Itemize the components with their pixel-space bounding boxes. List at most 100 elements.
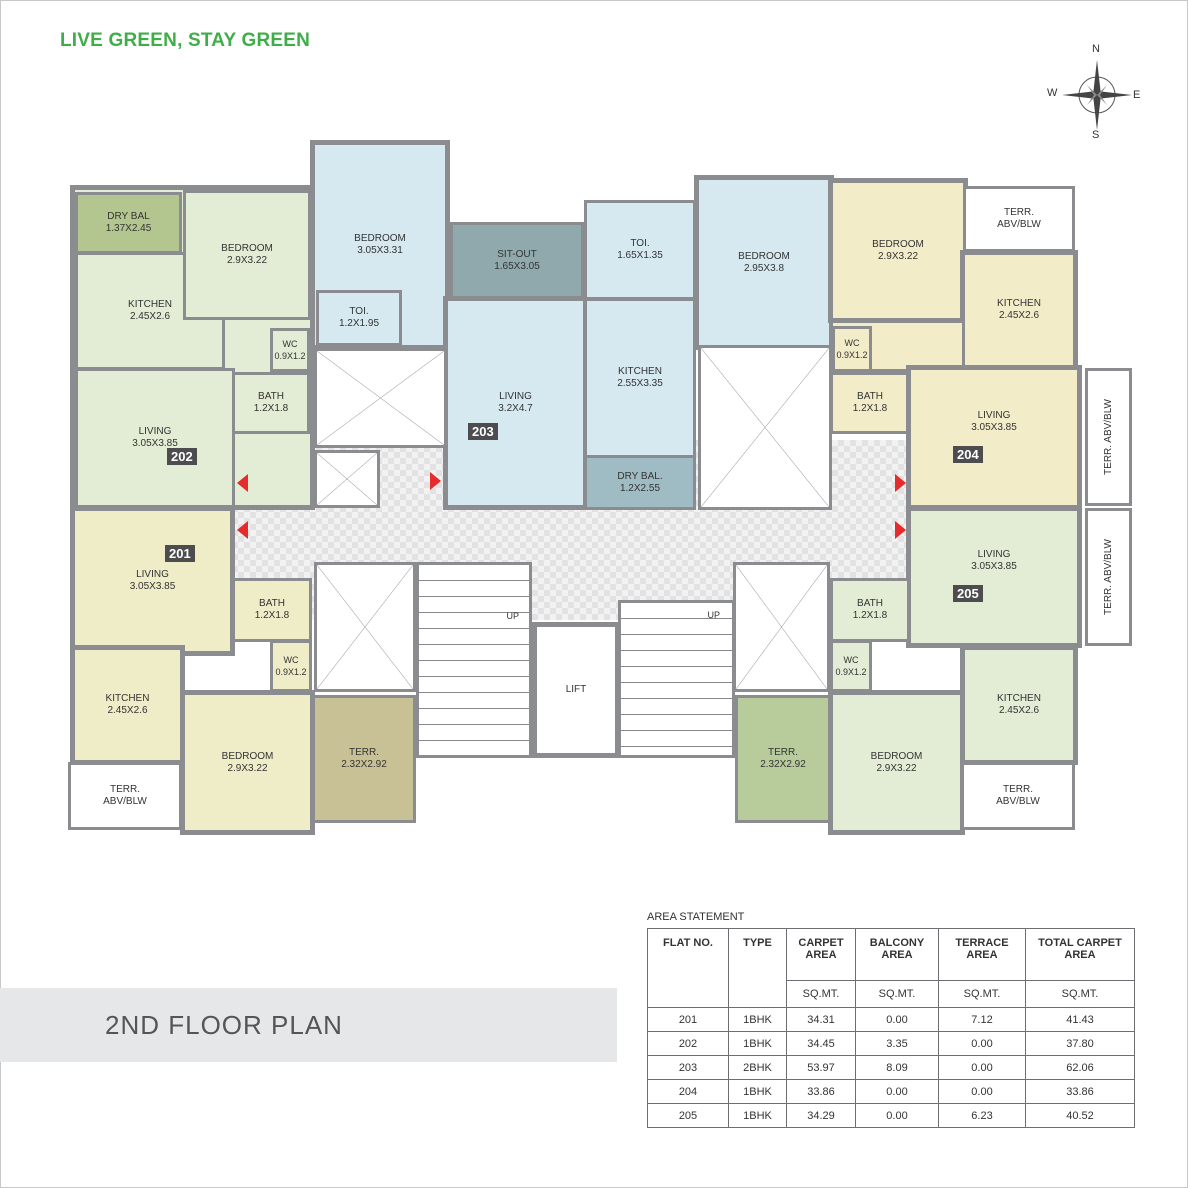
room-name: TERR. (768, 747, 798, 758)
room-dim: 1.2X1.95 (338, 318, 380, 329)
table-cell: 53.97 (786, 1055, 856, 1080)
room-dim: 0.9X1.2 (275, 667, 307, 677)
flat-number-204: 204 (953, 446, 983, 463)
unit: SQ.MT. (938, 980, 1026, 1008)
lift-label: LIFT (565, 684, 587, 695)
room-name: KITCHEN (997, 298, 1041, 309)
table-cell: 1BHK (728, 1103, 787, 1128)
table-cell: 33.86 (1025, 1079, 1135, 1104)
room-name: LIVING (136, 569, 169, 580)
entry-arrow-icon (237, 474, 248, 492)
room-dim: 2.32X2.92 (341, 759, 387, 770)
lift: LIFT (532, 622, 620, 758)
room-203-toilet-2: TOI.1.65X1.35 (584, 200, 696, 300)
compass-n: N (1092, 43, 1100, 55)
room-name: BATH (259, 598, 285, 609)
entry-arrow-icon (430, 472, 441, 490)
terrace-side-lower: TERR. ABV/BLW (1085, 508, 1132, 646)
room-name: KITCHEN (997, 693, 1041, 704)
table-cell: 0.00 (938, 1055, 1026, 1080)
table-cell: 202 (647, 1031, 729, 1056)
table-cell: 0.00 (855, 1103, 939, 1128)
table-cell: 8.09 (855, 1055, 939, 1080)
room-dim: 2.9X3.22 (876, 762, 917, 774)
terrace-side-upper: TERR. ABV/BLW (1085, 368, 1132, 506)
room-201-wc: WC 0.9X1.2 (270, 640, 312, 692)
room-name: LIVING (977, 410, 1011, 421)
area-statement-title: AREA STATEMENT (647, 911, 745, 923)
table-cell: 37.80 (1025, 1031, 1135, 1056)
table-cell: 204 (647, 1079, 729, 1104)
room-name: WC (844, 338, 860, 348)
room-name: TERR. (1003, 784, 1033, 795)
room-dim: 1.65X3.05 (494, 261, 540, 272)
room-203-toilet-1: TOI.1.2X1.95 (316, 290, 402, 346)
compass-e: E (1133, 89, 1141, 101)
room-name: BEDROOM (221, 243, 273, 254)
room-dim: 2.45X2.6 (998, 310, 1040, 321)
room-dim: 1.65X1.35 (617, 250, 663, 261)
header-terrace-area: TERRACE AREA (938, 927, 1026, 982)
duct-shaft (314, 450, 380, 508)
room-203-dry-bal: DRY BAL.1.2X2.55 (584, 455, 696, 510)
staircase-right: UP (618, 600, 735, 758)
room-dim: 2.9X3.22 (227, 762, 268, 774)
room-dim: 1.2X1.8 (852, 403, 888, 414)
page-title: 2ND FLOOR PLAN (105, 1010, 343, 1040)
tagline: LIVE GREEN, STAY GREEN (60, 30, 311, 51)
room-dim: 0.9X1.2 (835, 667, 867, 677)
terrace-201: TERR.2.32X2.92 (312, 695, 416, 823)
table-cell: 0.00 (938, 1079, 1026, 1104)
room-name: KITCHEN (618, 366, 662, 377)
room-name: BATH (857, 391, 883, 402)
table-cell: 0.00 (855, 1079, 939, 1104)
room-dim: 3.2X4.7 (498, 403, 533, 414)
room-dim: 2.55X3.35 (617, 378, 663, 389)
room-name: TOI. (630, 238, 650, 249)
entry-arrow-icon (895, 474, 906, 492)
room-dim: 3.05X3.31 (357, 245, 403, 256)
stair-up-label: UP (506, 611, 519, 621)
room-dim: 2.9X3.22 (226, 255, 268, 266)
table-cell: 0.00 (855, 1007, 939, 1032)
table-cell: 1BHK (728, 1079, 787, 1104)
table-cell: 1BHK (728, 1031, 787, 1056)
room-name: BEDROOM (221, 750, 274, 762)
terrace-205: TERR.2.32X2.92 (735, 695, 831, 823)
stair-up-label: UP (707, 610, 720, 620)
staircase-left: UP (416, 562, 532, 758)
room-dim: 2.9X3.22 (877, 250, 919, 262)
header-carpet-area: CARPET AREA (786, 927, 856, 982)
room-name: WC (283, 655, 299, 665)
unit: SQ.MT. (855, 980, 939, 1008)
duct-shaft (314, 562, 416, 692)
room-name: LIVING (138, 426, 172, 437)
room-name: KITCHEN (105, 693, 150, 704)
room-name: BATH (258, 391, 284, 402)
room-dim: 0.9X1.2 (274, 351, 306, 361)
room-dim: 2.45X2.6 (998, 705, 1040, 716)
table-cell: 6.23 (938, 1103, 1026, 1128)
room-name: BATH (857, 598, 883, 609)
room-dim: ABV/BLW (103, 796, 147, 807)
header-type: TYPE (728, 928, 787, 1008)
title-banner: 2ND FLOOR PLAN (0, 988, 617, 1062)
table-cell: 1BHK (728, 1007, 787, 1032)
room-dim: 3.05X3.85 (971, 561, 1017, 572)
